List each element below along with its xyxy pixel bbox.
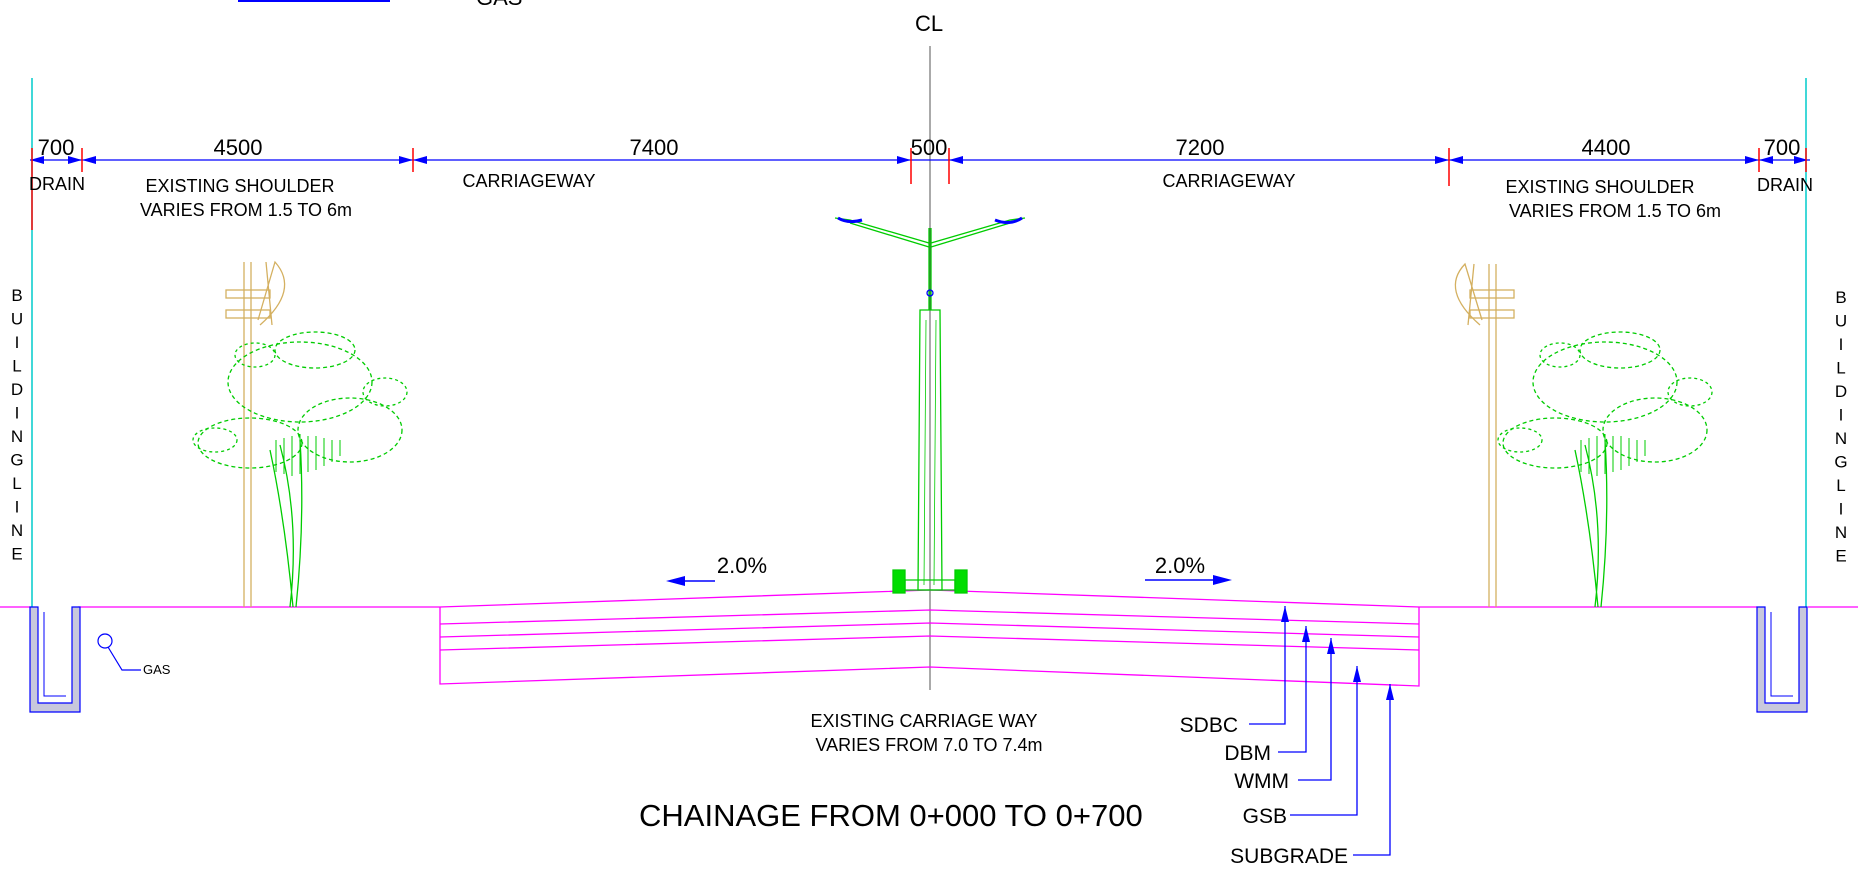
building-line-letter-left-11: E — [11, 545, 22, 564]
dim-shoulder-left: 4500 — [214, 135, 263, 160]
drain-label-right: DRAIN — [1757, 175, 1813, 195]
building-line-letter-right-8: L — [1836, 476, 1845, 495]
building-line-letter-right-5: I — [1839, 406, 1844, 425]
gas-pipe-symbol — [97, 633, 141, 671]
existing-carriageway-label-2: VARIES FROM 7.0 TO 7.4m — [815, 735, 1042, 755]
building-line-letter-right-7: G — [1834, 453, 1847, 472]
slope-arrow-right — [1145, 575, 1232, 585]
building-line-letter-left-9: I — [15, 498, 20, 517]
tree-right-icon — [1497, 331, 1713, 608]
building-line-letter-right-9: I — [1839, 500, 1844, 519]
dim-carriageway-right: 7200 — [1176, 135, 1225, 160]
utility-pole-left-icon — [225, 260, 286, 607]
building-line-letter-right-11: E — [1835, 547, 1846, 566]
layer-leaders — [1249, 606, 1391, 856]
building-line-letter-right-6: N — [1835, 429, 1847, 448]
tree-left-icon — [192, 331, 408, 608]
drain-left — [29, 606, 81, 713]
layer-label-dbm: DBM — [1224, 742, 1271, 765]
building-line-letter-left-8: L — [12, 474, 21, 493]
building-line-letter-left-1: U — [11, 310, 23, 329]
utility-pole-right-icon — [1454, 262, 1515, 607]
building-line-letter-left-3: L — [12, 357, 21, 376]
drain-label-left: DRAIN — [29, 174, 85, 194]
building-line-letter-right-1: U — [1835, 312, 1847, 331]
dim-median: 500 — [911, 135, 948, 160]
dim-drain-right: 700 — [1764, 135, 1801, 160]
layer-leader-arrows — [1281, 606, 1394, 700]
building-line-letter-left-5: I — [15, 404, 20, 423]
slope-label-left: 2.0% — [717, 553, 767, 578]
layer-label-gsb: GSB — [1243, 805, 1287, 828]
gas-label: GAS — [143, 662, 171, 677]
building-line-letter-left-7: G — [10, 451, 23, 470]
slope-arrow-left — [666, 576, 715, 586]
centerline-label: CL — [915, 11, 943, 36]
layer-label-sdbc: SDBC — [1180, 714, 1238, 737]
dim-shoulder-right: 4400 — [1582, 135, 1631, 160]
shoulder-label-left-2: VARIES FROM 1.5 TO 6m — [140, 200, 352, 220]
layer-label-subgrade: SUBGRADE — [1230, 845, 1348, 868]
legend-gas-text-fragment: GAS — [476, 0, 522, 10]
carriageway-label-right: CARRIAGEWAY — [1162, 171, 1295, 191]
building-line-letter-left-0: B — [11, 286, 22, 305]
shoulder-label-right-2: VARIES FROM 1.5 TO 6m — [1509, 201, 1721, 221]
building-line-letter-right-0: B — [1835, 288, 1846, 307]
drawing-title: CHAINAGE FROM 0+000 TO 0+700 — [639, 798, 1143, 833]
drain-right — [1756, 606, 1808, 713]
dimension-ticks — [31, 148, 1807, 230]
building-line-letter-right-2: I — [1839, 335, 1844, 354]
building-line-letter-right-4: D — [1835, 382, 1847, 401]
layer-label-wmm: WMM — [1234, 770, 1289, 793]
shoulder-label-right-1: EXISTING SHOULDER — [1505, 177, 1694, 197]
existing-carriageway-label-1: EXISTING CARRIAGE WAY — [810, 711, 1037, 731]
street-light-icon — [834, 216, 1026, 594]
building-line-letter-right-10: N — [1835, 523, 1847, 542]
slope-label-right: 2.0% — [1155, 553, 1205, 578]
shoulder-label-left-1: EXISTING SHOULDER — [145, 176, 334, 196]
building-line-letter-left-4: D — [11, 380, 23, 399]
dimension-chain — [30, 156, 1810, 164]
dim-carriageway-left: 7400 — [630, 135, 679, 160]
dim-drain-left: 700 — [38, 135, 75, 160]
carriageway-label-left: CARRIAGEWAY — [462, 171, 595, 191]
building-line-letter-left-2: I — [15, 333, 20, 352]
building-line-letter-left-6: N — [11, 427, 23, 446]
building-line-letter-left-10: N — [11, 521, 23, 540]
building-line-letter-right-3: L — [1836, 359, 1845, 378]
